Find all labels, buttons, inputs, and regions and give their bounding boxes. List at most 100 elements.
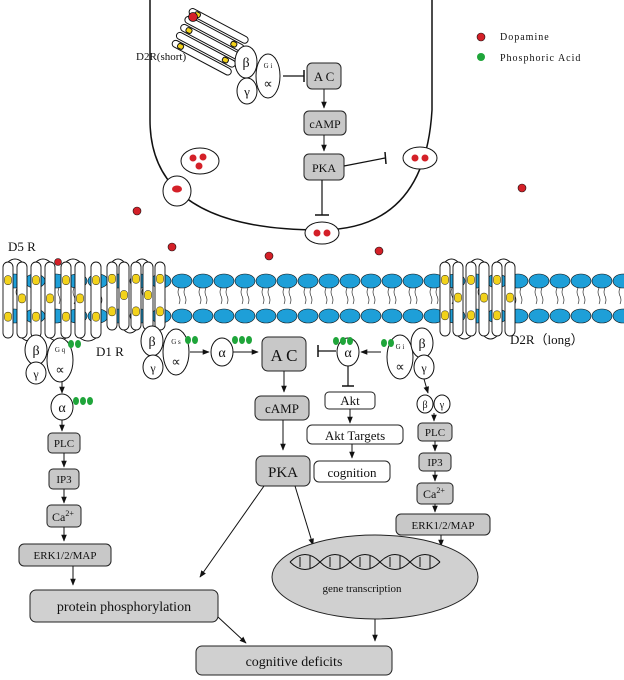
lipid-head [570,308,592,324]
vesicle [304,221,340,245]
helix-marker [4,311,12,322]
transmembrane-helix [491,261,503,337]
helix-marker [156,306,164,317]
erk-box [395,513,491,536]
ip3-label: IP3 [56,474,72,486]
ac-label: A C [314,69,335,84]
gq-alpha-subunit [46,337,74,383]
alpha-symbol: ∝ [55,362,64,377]
lipid-tail [561,287,565,305]
lipid-head [276,308,298,324]
lipid-tail [324,287,328,305]
lipid-tail [240,287,244,305]
lipid-head [402,273,424,289]
beta-symbol: β [32,344,39,359]
lipid-head [339,273,361,289]
receptor-loop [483,335,498,340]
d5r-receptor [2,258,102,342]
transmembrane-helix [154,261,166,331]
cognitive-deficits-box [195,645,393,676]
lipid-tail [618,287,622,305]
transmembrane-helix [130,261,142,331]
dopamine-legend-swatch [476,32,486,42]
lipid-tail [366,287,370,305]
lipid-head [360,273,382,289]
phosphate-group [333,337,353,345]
receptor-loop [35,258,51,263]
alpha-symbol: α [58,401,66,416]
presynaptic-pka-box [303,153,345,181]
lipid-tail [576,287,580,305]
helix-marker [132,306,140,317]
d1r-label: D1 R [96,344,124,359]
phosphate-group [73,397,93,405]
phosphate-group [232,336,252,344]
lipid-tail [303,287,307,305]
alpha-symbol: ∝ [171,354,180,369]
helix-marker [506,292,514,303]
transmembrane-helix [30,261,42,339]
helix-marker [92,311,100,322]
lipid-tail [219,287,223,305]
lipid-tail [177,287,181,305]
helix-marker [120,290,128,300]
helix-marker [92,275,100,285]
lipid-head [570,273,592,289]
phosphoric-legend-swatch [477,53,485,61]
alpha-symbol: α [344,346,352,361]
free-dopamine [54,183,527,266]
receptor-loop [79,337,97,342]
helix-marker [62,275,70,285]
erk-label: ERK1/2/MAP [34,550,97,562]
transmembrane-helix [60,261,72,339]
helix-marker [441,275,449,285]
vesicle [162,175,192,207]
lipid-tail [582,287,586,305]
ac-label: A C [271,346,298,365]
beta-symbol: β [242,56,249,71]
gq-label: G q [55,346,66,354]
helix-marker [493,275,501,285]
lipid-head [318,273,340,289]
gi-alpha-subunit [255,53,281,99]
lipid-head [381,308,403,324]
calcium-label: Ca2+ [52,509,74,524]
alpha-symbol: ∝ [263,76,272,91]
gamma-symbol: γ [243,84,250,99]
transmembrane-helix [2,261,14,339]
receptor-loop [7,258,23,263]
protein-phosphorylation-label: protein phosphorylation [57,600,191,615]
lipid-tail [387,287,391,305]
helix-marker [32,275,40,285]
cognition-box [313,460,391,483]
phosphate-group [185,336,198,344]
d2r-short-label: D2R(short) [136,51,186,63]
lipid-head [213,308,235,324]
gamma-symbol: γ [439,400,445,411]
alpha-symbol: α [218,346,226,361]
lipid-head [171,273,193,289]
erk-box [18,543,112,567]
lipid-head [213,273,235,289]
helix-marker [108,306,116,317]
helix-marker [467,275,475,285]
gamma-symbol: γ [149,361,156,375]
lipid-tail [414,287,418,305]
lipid-tail [519,287,523,305]
helix-marker [132,273,140,284]
cognition-label: cognition [327,465,377,480]
lipid-tail [282,287,286,305]
receptor-loop [470,258,485,263]
helix-marker [32,311,40,322]
lipid-tail [393,287,397,305]
lipid-tail [246,287,250,305]
lipid-tail [534,287,538,305]
lipid-head [234,273,256,289]
lipid-head [381,273,403,289]
d2r-short-receptor [171,8,249,76]
lipid-tail [183,287,187,305]
beta-subunit [416,394,434,414]
lipid-head [591,273,613,289]
lipid-tail [57,287,61,305]
